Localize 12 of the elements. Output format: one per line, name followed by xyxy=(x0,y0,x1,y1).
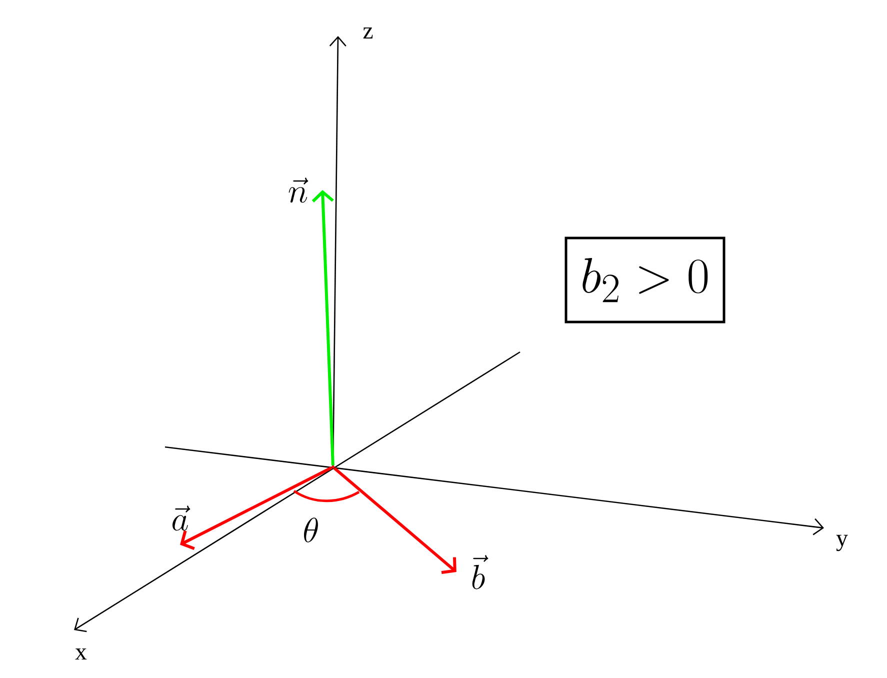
origin-point xyxy=(332,466,334,468)
formula-box: $b_2 > 0$ xyxy=(564,236,726,324)
vector-arrow xyxy=(312,190,334,466)
vector-arrow xyxy=(333,466,456,574)
axis-label: y xyxy=(836,534,848,552)
axis-label: z xyxy=(363,28,373,38)
angle-label: $\theta$ xyxy=(304,518,318,542)
vector-arrow xyxy=(180,466,332,550)
vector-label: $\vec{a}$ xyxy=(172,506,190,531)
axis-label: x xyxy=(75,648,87,660)
vector-label: $\vec{b}$ xyxy=(472,555,488,590)
vector-label: $\vec{n}$ xyxy=(288,178,308,203)
